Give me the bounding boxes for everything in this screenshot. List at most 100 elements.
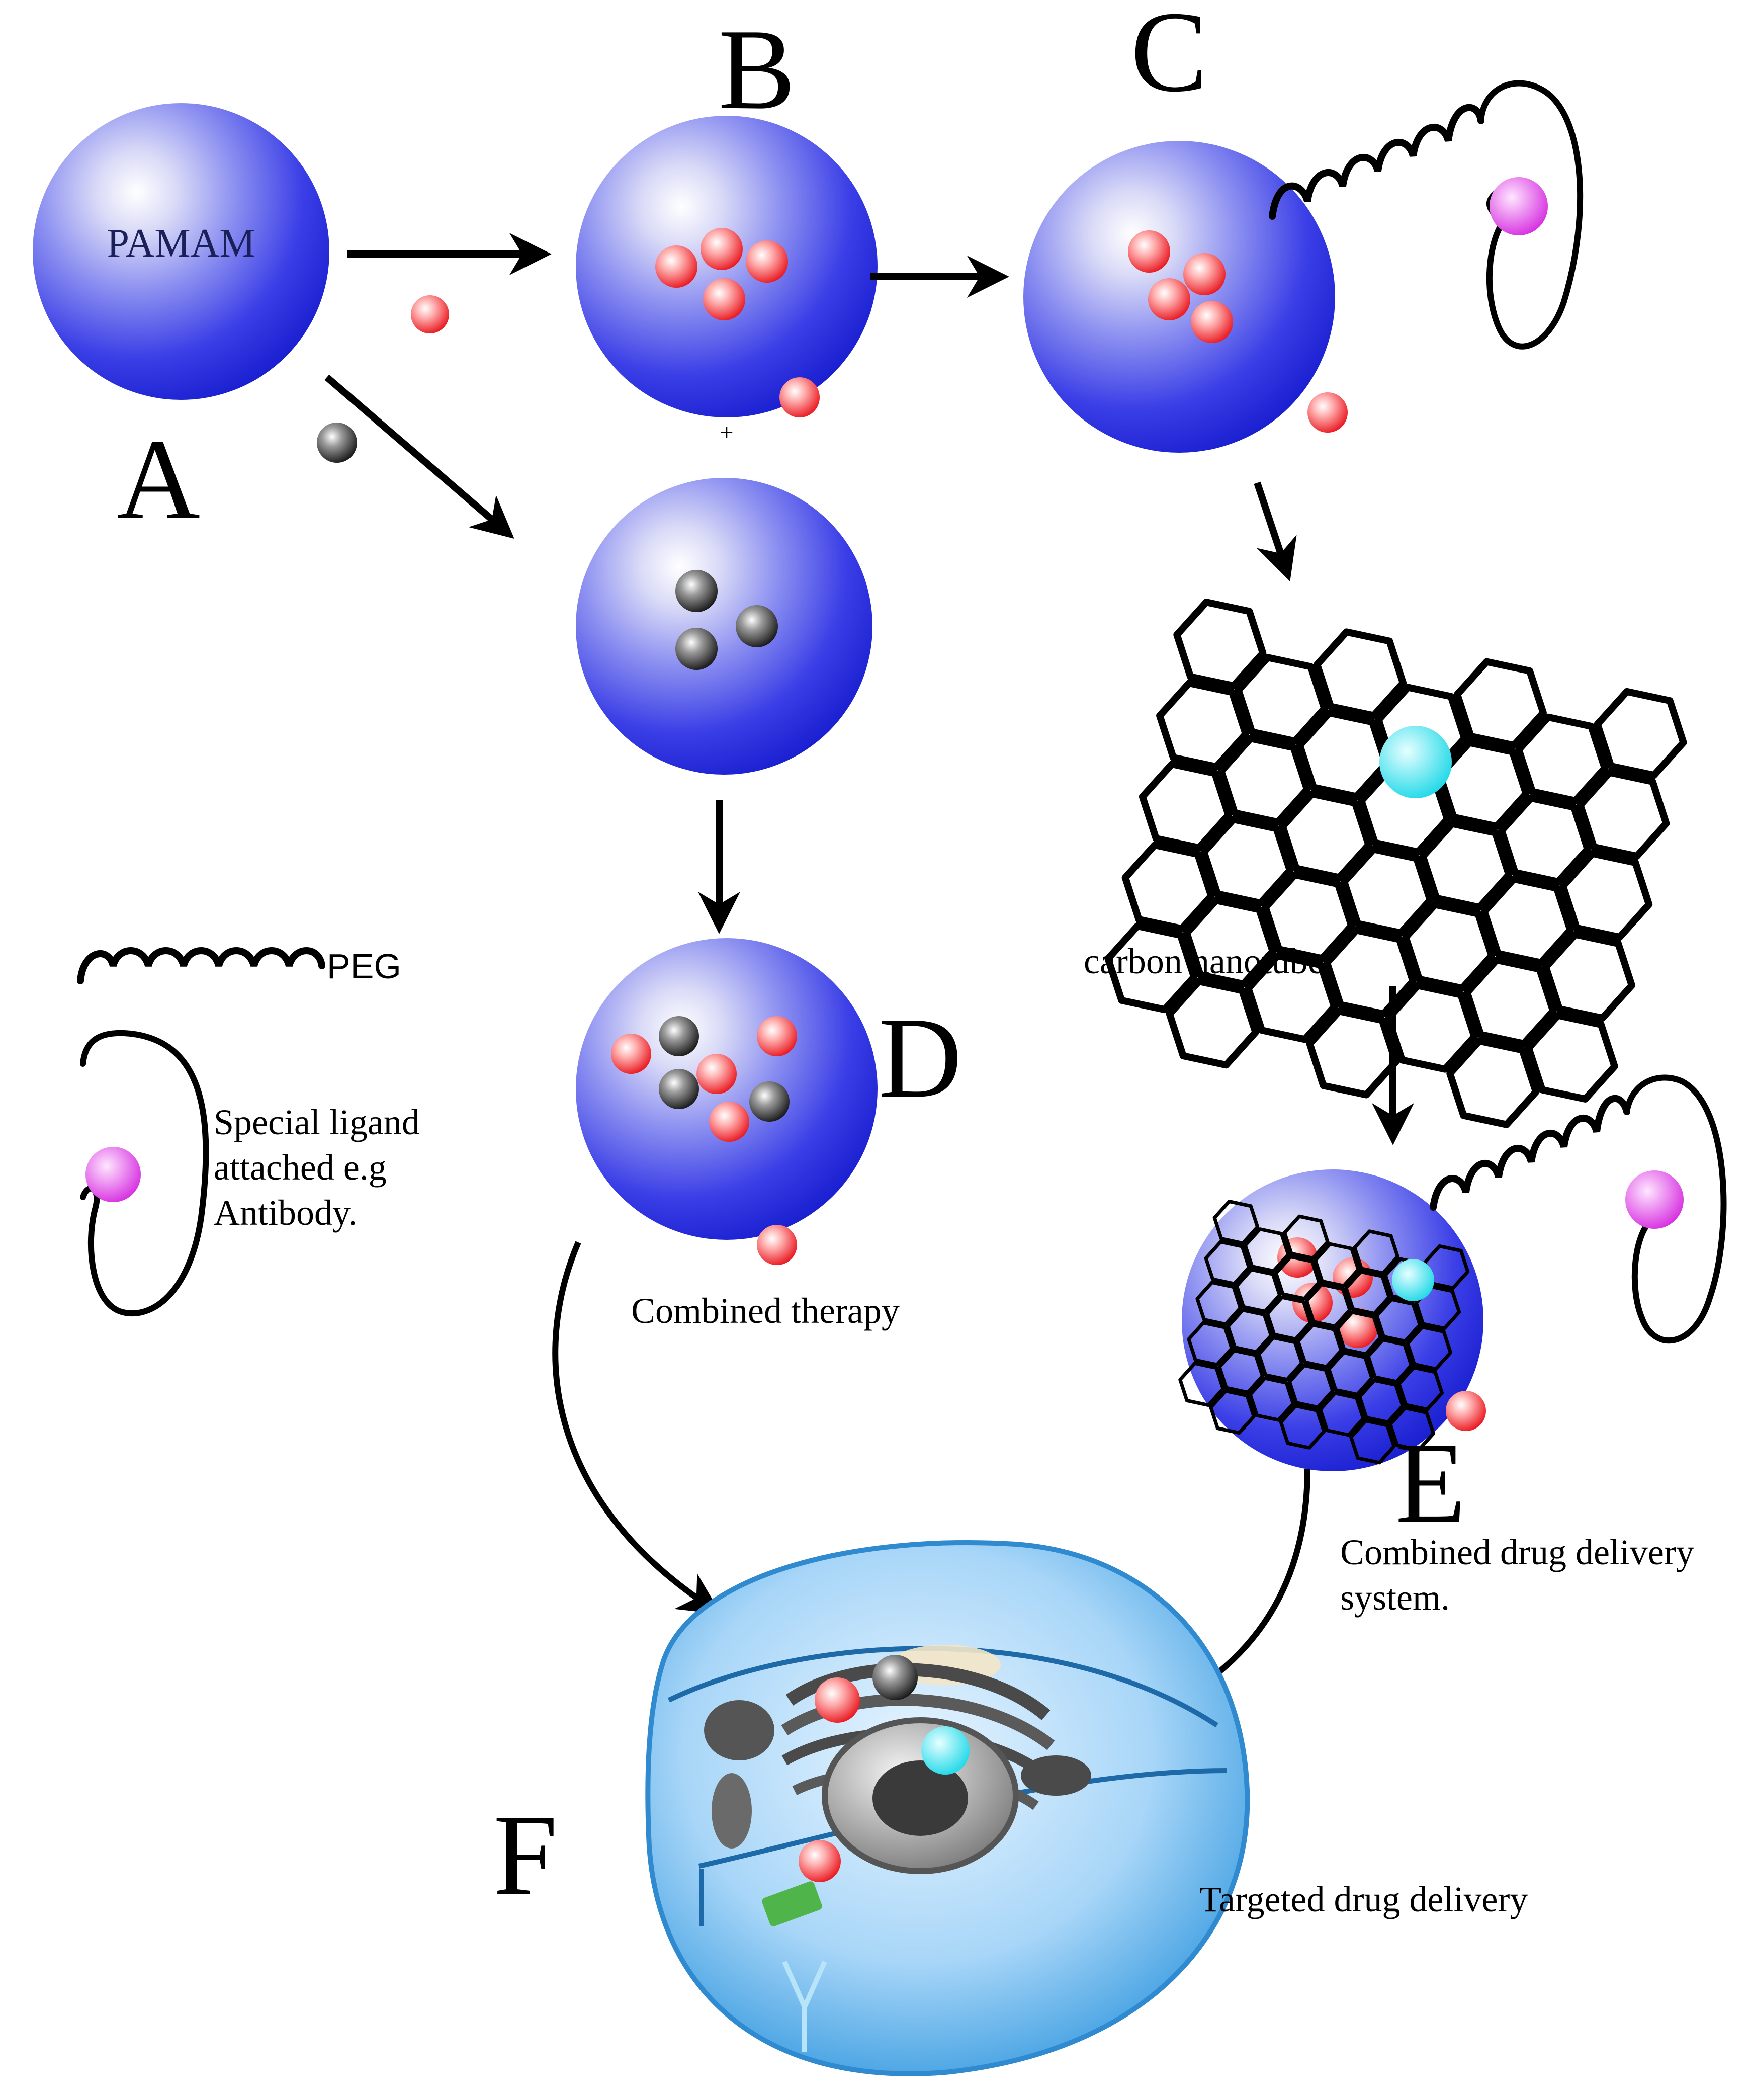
peg-chain (1269, 104, 1484, 220)
hexagon-cell (1402, 901, 1496, 992)
mitochondrion-dark (704, 1700, 774, 1760)
hexagon-cell (1183, 897, 1276, 988)
sphere-e (1182, 1169, 1483, 1471)
delivered-cyan-drug (921, 1726, 970, 1775)
hexagon-cell (1366, 1338, 1413, 1384)
dendrimer-a: PAMAM (33, 103, 329, 400)
panel-letter-a: A (117, 415, 200, 543)
hexagon-cell (1319, 1391, 1365, 1437)
cyan-drug (1392, 1259, 1434, 1301)
surface-red-drug (1446, 1391, 1486, 1431)
hexagon-cell (1243, 1227, 1290, 1273)
hexagon-cell (1235, 1268, 1282, 1313)
sphere-black-loaded (576, 478, 872, 775)
hexagon-cell (1287, 1364, 1335, 1409)
hexagon-cell (1212, 1200, 1260, 1245)
surface-red-drug (757, 1225, 797, 1265)
red-drug (1148, 278, 1190, 320)
red-drug (757, 1016, 797, 1056)
red-drug (1183, 253, 1226, 295)
hexagon-cell (1305, 1283, 1352, 1328)
target-cell (645, 1540, 1250, 2076)
arrow-c-to-nanotube (1254, 481, 1297, 581)
hexagon-cell (1262, 871, 1355, 962)
plus-sign: + (720, 419, 733, 446)
hexagon-cell (1397, 1366, 1444, 1411)
panel-letter-b: B (718, 5, 795, 133)
hexagon-lattice (1104, 599, 1687, 1128)
hexagon-cell (1406, 1325, 1453, 1371)
hexagon-cell (1204, 1240, 1251, 1286)
black-drug (736, 605, 778, 647)
hexagon-cell (1245, 952, 1338, 1043)
ligand-tether-e (1624, 1074, 1727, 1344)
panel-letter-c: C (1130, 0, 1207, 116)
red-drug (655, 245, 697, 288)
delivered-black-drug (872, 1655, 918, 1700)
hexagon-cell (1173, 599, 1267, 690)
cyan-drug-molecule (1379, 726, 1452, 798)
panel-letter-f: F (493, 1791, 558, 1919)
red-drug-molecule (411, 295, 449, 333)
red-drug (701, 228, 743, 270)
hexagon-cell (1336, 1310, 1382, 1356)
hexagon-cell (1498, 794, 1591, 885)
hexagon-cell (1542, 931, 1635, 1022)
centrioles (762, 1881, 827, 2052)
targeted-delivery-caption: Targeted drug delivery (1199, 1879, 1528, 1919)
delivered-red-drug (815, 1677, 860, 1723)
red-drug (746, 240, 788, 283)
pamam-sphere (33, 103, 329, 400)
black-drug (659, 1016, 699, 1056)
hexagon-cell (1178, 1361, 1225, 1407)
hexagon-cell (1375, 1297, 1422, 1343)
hexagon-cell (1248, 1376, 1295, 1422)
red-drug (1191, 301, 1233, 343)
hexagon-cell (1453, 658, 1547, 749)
hexagon-cell (1358, 1378, 1405, 1424)
hexagon-cell (1279, 1404, 1326, 1450)
hexagon-cell (1257, 1336, 1304, 1382)
black-drug (675, 570, 718, 612)
panel-letter-d: D (879, 993, 962, 1122)
hexagon-cell (1525, 1012, 1618, 1103)
surface-red-drug (1307, 392, 1348, 433)
surface-red-drug (779, 377, 820, 417)
hexagon-cell (1209, 1389, 1256, 1435)
hexagon-cell (1306, 1007, 1399, 1099)
hexagon-cell (1349, 1419, 1396, 1465)
dendrimer-e-combined-system (1178, 1074, 1727, 1471)
hexagon-cell (1296, 1323, 1343, 1369)
ligand-legend-symbol (85, 1147, 141, 1202)
hexagon-cell (1200, 816, 1294, 907)
combined-therapy-caption: Combined therapy (631, 1291, 900, 1331)
hexagon-cell (1419, 820, 1513, 911)
targeted-red-drug (799, 1840, 841, 1882)
ligand-legend-line1: Special ligand (214, 1102, 420, 1142)
hexagon-cell (1594, 688, 1687, 779)
hexagon-cell (1166, 977, 1259, 1069)
hexagon-cell (1283, 1214, 1330, 1260)
hexagon-cell (1121, 841, 1215, 933)
hexagon-cell (1423, 1244, 1470, 1290)
red-drug (1292, 1283, 1333, 1323)
ligand-legend-line3: Antibody. (214, 1193, 357, 1233)
combined-drug-caption-line1: Combined drug delivery (1340, 1532, 1694, 1572)
dendrimer-d-combined (576, 938, 878, 1265)
nucleolus (872, 1760, 968, 1836)
hexagon-cell (1323, 927, 1417, 1018)
hexagon-cell (1515, 713, 1609, 804)
hexagon-cell (1279, 790, 1372, 881)
hexagon-cell (1217, 735, 1311, 826)
arrow-d-to-cell (552, 1241, 722, 1615)
combined-drug-caption-line2: system. (1340, 1577, 1450, 1618)
antibody-ligand (1490, 177, 1548, 235)
red-drug (696, 1054, 737, 1094)
dendrimer-b-red-loaded (576, 116, 878, 417)
hexagon-cell (1353, 1229, 1399, 1275)
hexagon-cell (1388, 1406, 1435, 1452)
hexagon-cell (1385, 982, 1478, 1073)
antibody-ligand-e (1625, 1170, 1684, 1229)
black-drug (659, 1069, 699, 1109)
